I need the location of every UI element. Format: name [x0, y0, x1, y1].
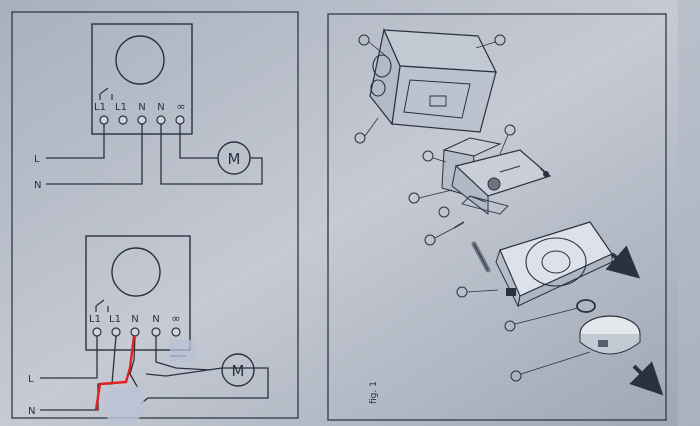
- leader-line: [364, 117, 379, 137]
- dial-circle: [115, 35, 165, 85]
- terminal-screw: [92, 327, 102, 337]
- terminal-screw: [99, 115, 109, 125]
- terminal-label: ∞: [176, 100, 185, 113]
- cover-patch: [170, 340, 196, 362]
- terminal-label: L1: [94, 102, 106, 113]
- leader-line: [475, 41, 496, 49]
- callout-bubble: [422, 150, 434, 162]
- cover-plate: [495, 221, 613, 308]
- mounting-screws: [453, 221, 491, 273]
- terminal-label: L1: [115, 102, 127, 113]
- callout-bubble: [504, 124, 516, 136]
- switch-mechanism: [441, 137, 552, 216]
- terminal-screw: [171, 327, 181, 337]
- line-label-l: L: [34, 154, 40, 165]
- arrow-down-right-icon: [629, 361, 664, 396]
- line-label-n: N: [28, 406, 35, 417]
- leader-line: [499, 134, 509, 155]
- terminal-label: N: [157, 102, 164, 113]
- callout-bubble: [424, 234, 436, 246]
- indicator-window: [506, 288, 516, 296]
- wiring-diagram-top: L1 L1 N N ∞ L N M: [34, 23, 263, 191]
- wire-hand-drawn: [129, 335, 139, 389]
- dial-circle: [111, 247, 161, 297]
- terminal-label: N: [131, 314, 138, 325]
- knob: [579, 315, 641, 355]
- leader-line: [432, 157, 447, 163]
- relay-contact-symbol: [95, 299, 109, 312]
- wire-motor-out: [179, 124, 218, 159]
- terminal-label: N: [152, 314, 159, 325]
- terminal-label: L1: [109, 314, 121, 325]
- wire-n: [40, 335, 117, 411]
- wire-l: [46, 124, 105, 159]
- wire-motor-n: [160, 124, 263, 185]
- motor-icon: M: [221, 353, 255, 387]
- callout-bubble: [504, 320, 516, 332]
- back-box: [369, 28, 498, 133]
- arrow-down-right-icon: [605, 245, 641, 279]
- callout-bubble: [494, 34, 506, 46]
- callout-bubble: [510, 370, 522, 382]
- assembly-panel-border: [327, 13, 667, 421]
- wiring-panel: L1 L1 N N ∞ L N M: [11, 11, 299, 424]
- cover-patch: [104, 386, 146, 424]
- assembly-panel: fig. 1: [327, 13, 667, 421]
- adjacent-sheet-edge: [678, 0, 700, 426]
- wire-n: [46, 124, 143, 185]
- terminal-label: N: [138, 102, 145, 113]
- leader-line: [514, 307, 579, 325]
- relay-contact-symbol: [99, 87, 113, 100]
- screw-shaft: [539, 167, 547, 175]
- motor-label: M: [228, 150, 241, 168]
- callout-bubble: [358, 34, 370, 46]
- terminal-screw: [130, 327, 140, 337]
- terminal-screw: [111, 327, 121, 337]
- leader-line: [520, 351, 591, 375]
- wiring-diagram-bottom: L1 L1 N N ∞ L N M: [28, 235, 269, 424]
- wire-l: [40, 336, 98, 379]
- motor-icon: M: [217, 141, 251, 175]
- line-label-l: L: [28, 374, 34, 385]
- wire-motor-out: [155, 336, 211, 371]
- terminal-screw: [175, 115, 185, 125]
- terminal-screw: [118, 115, 128, 125]
- leader-line: [466, 289, 499, 293]
- callout-bubble: [438, 206, 450, 218]
- leader-line: [434, 227, 455, 239]
- terminal-label: ∞: [171, 312, 180, 325]
- knob-ring: [576, 299, 596, 313]
- terminal-screw: [151, 327, 161, 337]
- terminal-screw: [137, 115, 147, 125]
- switch-housing: [85, 235, 191, 351]
- wiring-panel-border: [11, 11, 299, 419]
- terminal-screw: [156, 115, 166, 125]
- motor-label: M: [232, 362, 245, 380]
- terminal-label: L1: [89, 314, 101, 325]
- figure-label: fig. 1: [369, 381, 379, 404]
- leader-line: [418, 189, 453, 199]
- callout-bubble: [354, 132, 366, 144]
- leader-line: [368, 41, 387, 57]
- added-red-wire: [94, 335, 136, 411]
- line-label-n: N: [34, 180, 41, 191]
- wire-motor-return: [139, 367, 269, 405]
